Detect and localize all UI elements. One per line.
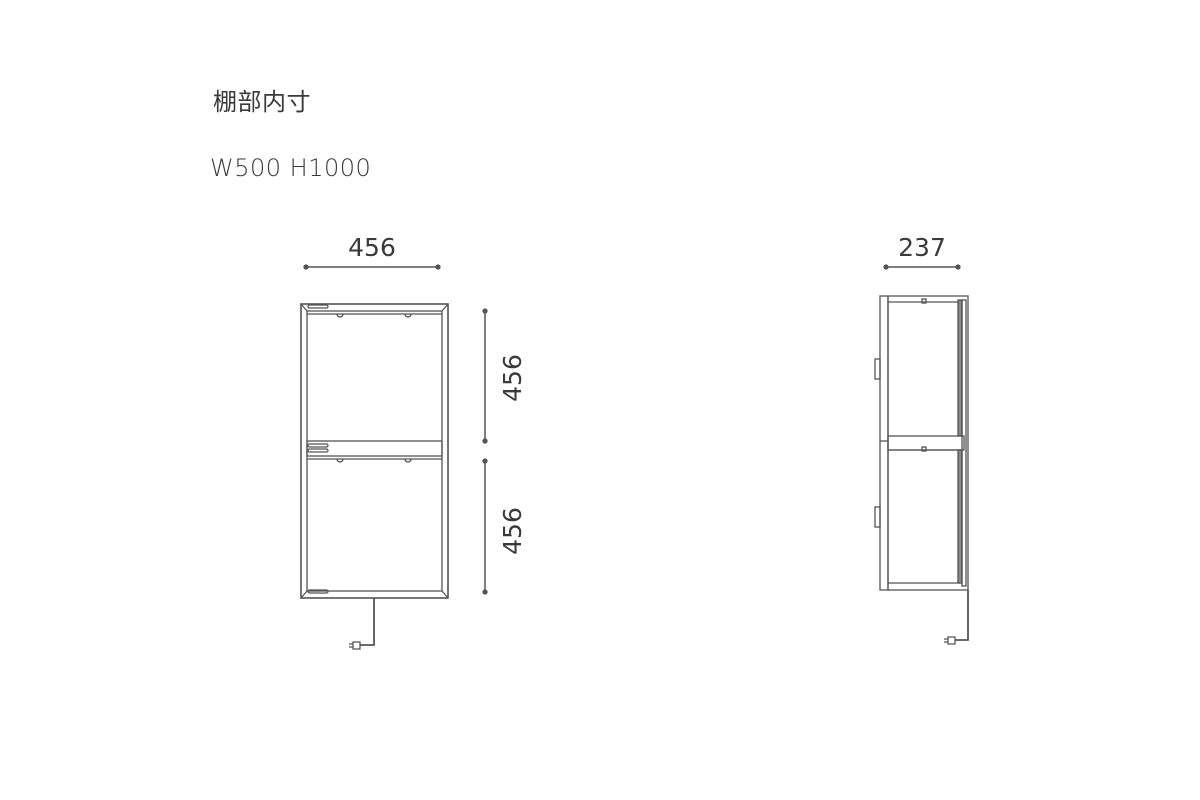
cabinet-frame (300, 303, 449, 599)
front-view: 456 456 456 (300, 233, 527, 650)
shelf (306, 440, 443, 457)
width-dim: 456 (348, 233, 396, 262)
side-view: 237 (874, 233, 969, 645)
lower-height-dim: 456 (498, 507, 527, 555)
side-body (887, 295, 969, 591)
dim-dot (303, 264, 309, 270)
size-label: W500 H1000 (210, 154, 372, 182)
plug-icon (944, 636, 956, 645)
power-cord (955, 590, 969, 641)
upper-height-dim: 456 (498, 354, 527, 402)
dim-dot (435, 264, 441, 270)
title: 棚部内寸 (213, 88, 311, 116)
led-bar (307, 304, 329, 309)
back-panel (879, 295, 889, 591)
power-cord (360, 598, 375, 646)
depth-dim: 237 (898, 233, 946, 262)
plug-icon (349, 641, 361, 650)
